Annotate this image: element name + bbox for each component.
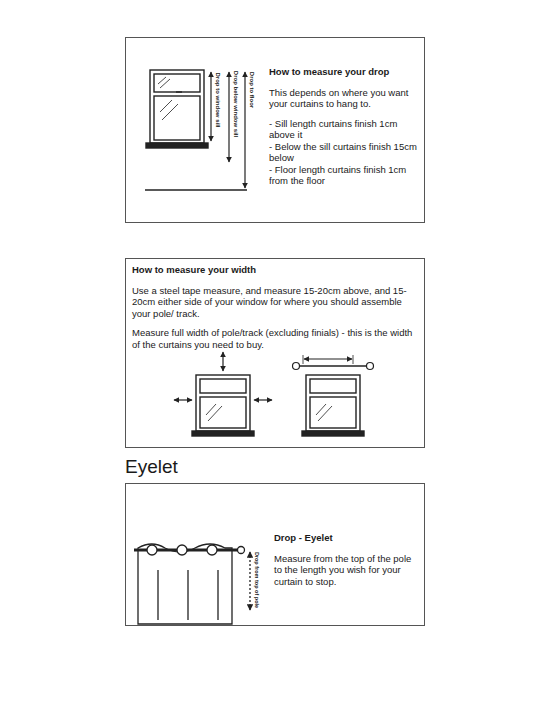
drop-arrows	[145, 72, 247, 190]
info-panel: Drop - EyeletMeasure from the top of the…	[125, 483, 425, 626]
measure-arrows	[174, 352, 374, 400]
panel-heading: How to measure your drop	[269, 66, 417, 78]
dimension-label: Drop to floor	[249, 71, 255, 109]
window-drawing	[192, 375, 364, 436]
panel-text: Measure full width of pole/track (exclud…	[132, 327, 417, 350]
text-column: Drop - EyeletMeasure from the top of the…	[274, 532, 414, 595]
text-column: How to measure your widthUse a steel tap…	[132, 264, 417, 358]
panel-heading: How to measure your width	[132, 264, 417, 276]
panel-heading: Drop - Eyelet	[274, 532, 414, 544]
info-panel: How to measure your widthUse a steel tap…	[125, 258, 425, 448]
text-column: How to measure your dropThis depends on …	[269, 66, 417, 187]
dimension-label: Drop below window sill	[233, 70, 239, 138]
dimension-label: Drop from top of pole	[254, 551, 260, 609]
panel-text: - Sill length curtains finish 1cm above …	[269, 118, 417, 141]
panel-text: Measure from the top of the pole to the …	[274, 553, 414, 588]
panel-text: - Below the sill curtains finish 15cm be…	[269, 141, 417, 164]
panel-text: Use a steel tape measure, and measure 15…	[132, 285, 417, 320]
section-heading: Eyelet	[125, 456, 178, 478]
eyelet-curtain	[134, 544, 250, 624]
window-drawing	[146, 70, 208, 148]
info-panel: How to measure your dropThis depends on …	[125, 37, 425, 223]
panel-text: This depends on where you want your curt…	[269, 87, 417, 110]
panel-text: - Floor length curtains finish 1cm from …	[269, 164, 417, 187]
dimension-label: Drop to window sill	[215, 72, 221, 129]
